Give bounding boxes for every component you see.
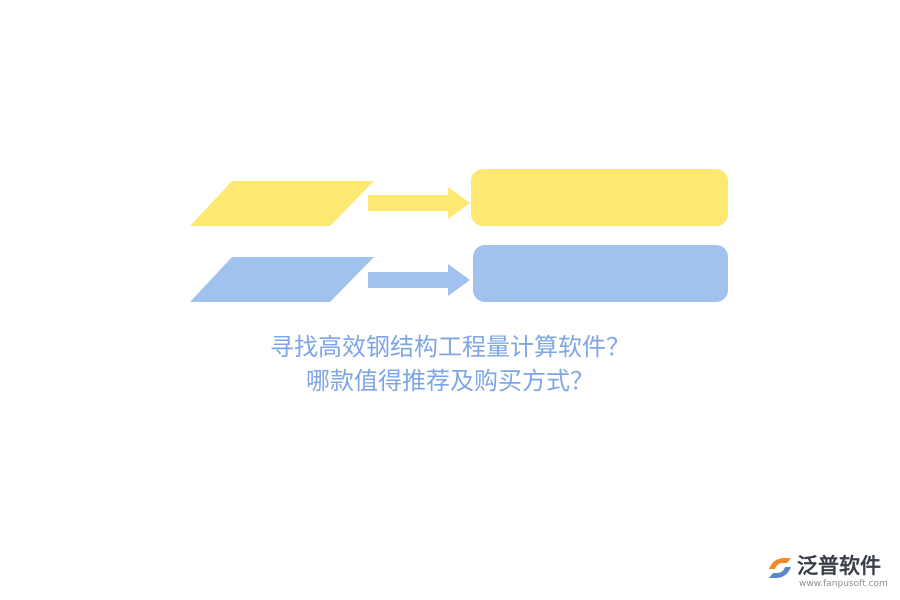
fanpu-logo-icon bbox=[769, 558, 791, 578]
blue-arrow bbox=[368, 264, 470, 296]
brand-logo: 泛普软件 www.fanpusoft.com bbox=[765, 553, 895, 593]
blue-rounded-box bbox=[473, 245, 728, 302]
title-line-2: 哪款值得推荐及购买方式？ bbox=[306, 367, 594, 395]
logo-name: 泛普软件 bbox=[797, 554, 881, 578]
yellow-parallelogram bbox=[190, 181, 374, 226]
yellow-rounded-box bbox=[471, 169, 728, 226]
blue-parallelogram bbox=[190, 257, 374, 302]
logo-url: www.fanpusoft.com bbox=[799, 579, 888, 589]
title-line-1: 寻找高效钢结构工程量计算软件？ bbox=[270, 333, 630, 361]
diagram-title: 寻找高效钢结构工程量计算软件？ 哪款值得推荐及购买方式？ bbox=[0, 330, 900, 398]
yellow-arrow bbox=[368, 187, 470, 219]
